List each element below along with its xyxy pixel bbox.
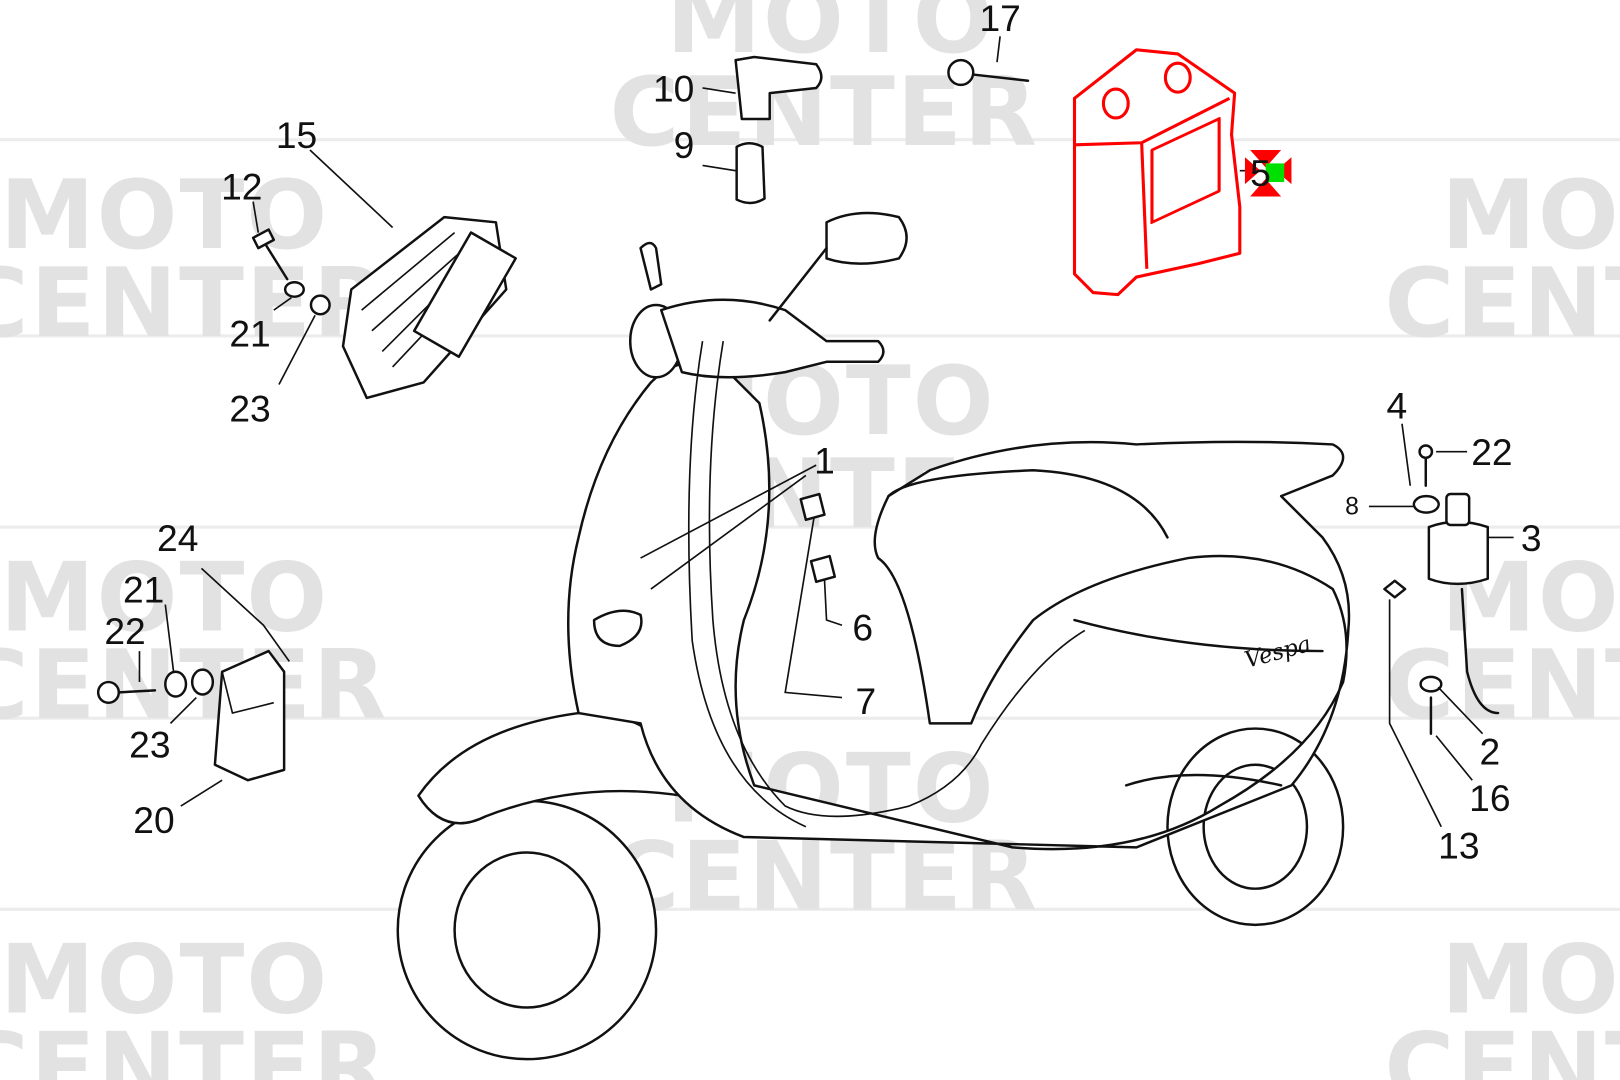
callout-5[interactable]: 5: [1250, 152, 1271, 194]
svg-text:MOTO: MOTO: [0, 161, 329, 271]
callout-23[interactable]: 23: [229, 388, 270, 430]
callout-3[interactable]: 3: [1521, 517, 1542, 559]
callout-6[interactable]: 6: [852, 607, 873, 649]
svg-text:CENTER: CENTER: [1384, 1013, 1620, 1080]
callout-13[interactable]: 13: [1438, 825, 1479, 867]
callout-21[interactable]: 21: [229, 312, 270, 354]
callout-16[interactable]: 16: [1469, 777, 1510, 819]
scooter-drawing: Vespa: [396, 211, 1351, 1061]
vespa-logo-text: Vespa: [1242, 631, 1314, 674]
callout-24[interactable]: 24: [157, 517, 198, 559]
callout-7[interactable]: 7: [855, 680, 876, 722]
small-hardware: [96, 36, 1514, 828]
callout-labels: 17 10 9 15 12 21 23 5 1 4 22 8 3 6 7 2 1…: [104, 0, 1541, 867]
svg-text:CENTER: CENTER: [0, 1013, 388, 1080]
svg-text:MOTO: MOTO: [1441, 926, 1620, 1036]
callout-12[interactable]: 12: [221, 166, 262, 208]
svg-text:MOTO: MOTO: [0, 543, 329, 653]
callout-4[interactable]: 4: [1387, 385, 1408, 427]
part-15-regulator: [309, 149, 517, 400]
callout-1[interactable]: 1: [814, 439, 835, 481]
callout-20[interactable]: 20: [133, 799, 174, 841]
callout-21-lower[interactable]: 21: [123, 569, 164, 611]
part-5-highlighted-control-unit[interactable]: [1072, 48, 1259, 297]
svg-text:MOTO: MOTO: [1441, 161, 1620, 271]
callout-15[interactable]: 15: [276, 114, 317, 156]
callout-9[interactable]: 9: [674, 124, 695, 166]
callout-22-lower[interactable]: 22: [104, 610, 145, 652]
svg-text:CENTER: CENTER: [1384, 249, 1620, 359]
callout-23-lower[interactable]: 23: [129, 723, 170, 765]
svg-text:MOTO: MOTO: [666, 0, 995, 75]
selection-marker[interactable]: [1244, 149, 1292, 197]
svg-text:MOTO: MOTO: [0, 926, 329, 1036]
callout-17[interactable]: 17: [979, 0, 1020, 39]
callout-10[interactable]: 10: [653, 67, 694, 109]
callout-2[interactable]: 2: [1479, 731, 1500, 773]
callout-8[interactable]: 8: [1345, 494, 1359, 521]
callout-22[interactable]: 22: [1471, 431, 1512, 473]
